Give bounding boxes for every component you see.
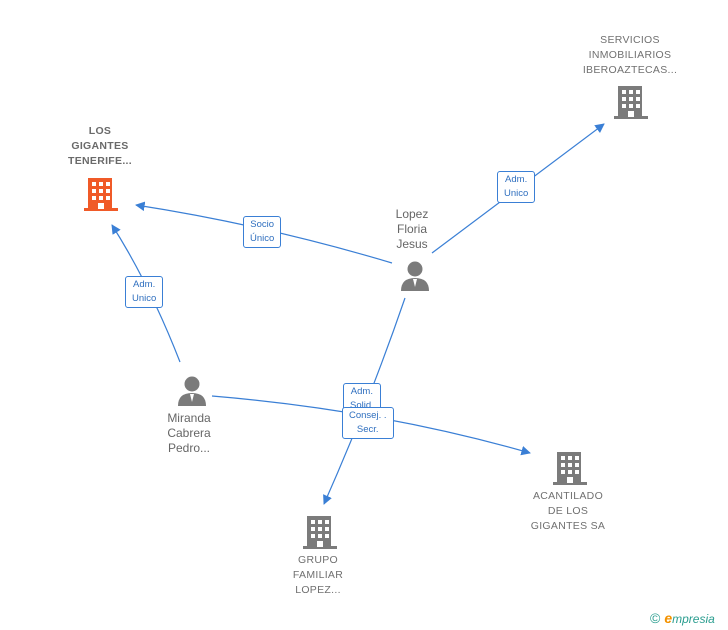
edge-label-adm-unico-gigantes[interactable]: Adm. Unico (125, 276, 164, 308)
edge-label-consej-secr[interactable]: Consej. . Secr. (342, 407, 394, 439)
building-icon[interactable] (303, 514, 337, 550)
building-icon[interactable] (614, 84, 648, 120)
node-miranda-label: Miranda Cabrera Pedro... (167, 411, 211, 455)
node-grupo-label: GRUPO FAMILIAR LOPEZ... (292, 554, 344, 596)
node-acantilado-label: ACANTILADO DE LOS GIGANTES SA (530, 490, 606, 532)
edge-label-adm-unico-servicios[interactable]: Adm. Unico (497, 171, 536, 203)
empresia-logo[interactable]: ©empresia (650, 610, 715, 626)
building-icon[interactable] (553, 450, 587, 486)
person-icon[interactable] (177, 375, 207, 407)
building-icon[interactable] (84, 176, 118, 212)
person-icon[interactable] (400, 260, 430, 292)
node-lopez-floria-label: Lopez Floria Jesus (395, 207, 429, 251)
node-servicios-label: SERVICIOS INMOBILIARIOS IBEROAZTECAS... (582, 34, 678, 76)
edge-label-socio-unico[interactable]: Socio Único (243, 216, 282, 248)
node-los-gigantes-label: LOS GIGANTES TENERIFE... (68, 125, 132, 167)
copyright-icon: © (650, 610, 661, 626)
